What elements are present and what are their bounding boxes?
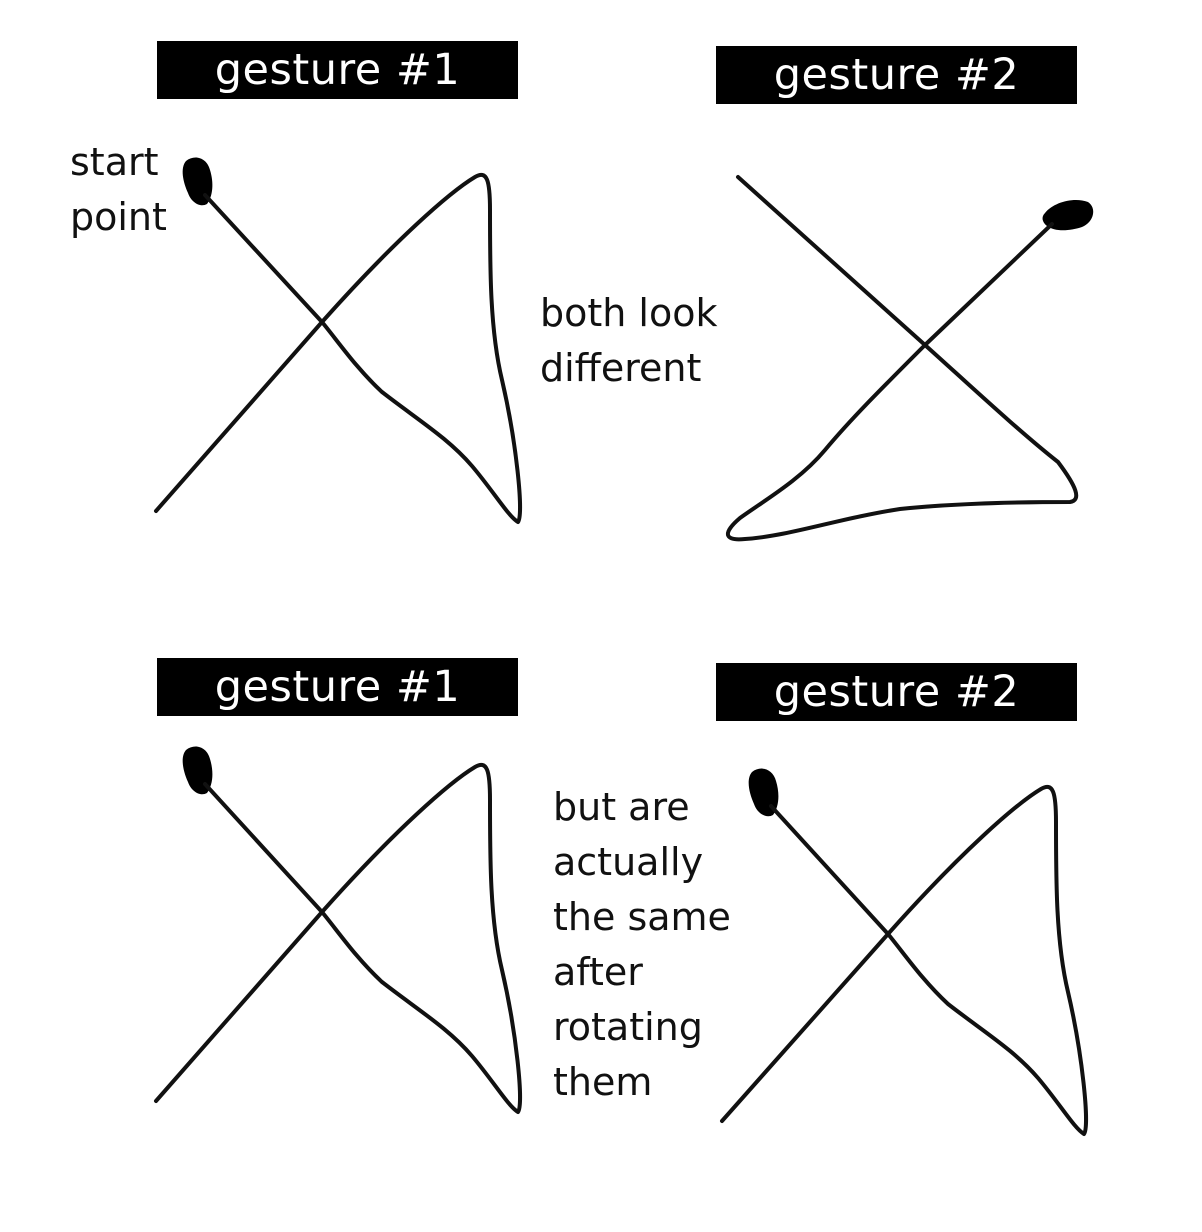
gesture-1-top-drawing <box>154 157 523 524</box>
caption-actually-the-same: but are actually the same after rotating… <box>553 785 731 1104</box>
gesture-1-bottom-drawing <box>154 746 523 1114</box>
start-point-marker <box>182 157 213 206</box>
gesture-2-bottom-drawing <box>720 768 1089 1136</box>
label-gesture-2-bottom: gesture #2 <box>716 663 1077 721</box>
gesture-2-top-drawing <box>726 175 1094 542</box>
start-point-marker <box>1042 200 1094 231</box>
caption-both-look-different: both look different <box>540 291 718 390</box>
gesture-1-stroke <box>154 762 523 1114</box>
start-point-marker <box>182 746 213 795</box>
caption-start-point: start point <box>70 140 167 239</box>
label-gesture-1-bottom: gesture #1 <box>157 658 518 716</box>
label-gesture-2-top: gesture #2 <box>716 46 1077 104</box>
gesture-2-stroke <box>720 784 1089 1136</box>
gesture-1-stroke <box>154 172 523 524</box>
gesture-2-stroke <box>726 175 1079 542</box>
start-point-marker <box>748 768 779 817</box>
label-gesture-1-top: gesture #1 <box>157 41 518 99</box>
